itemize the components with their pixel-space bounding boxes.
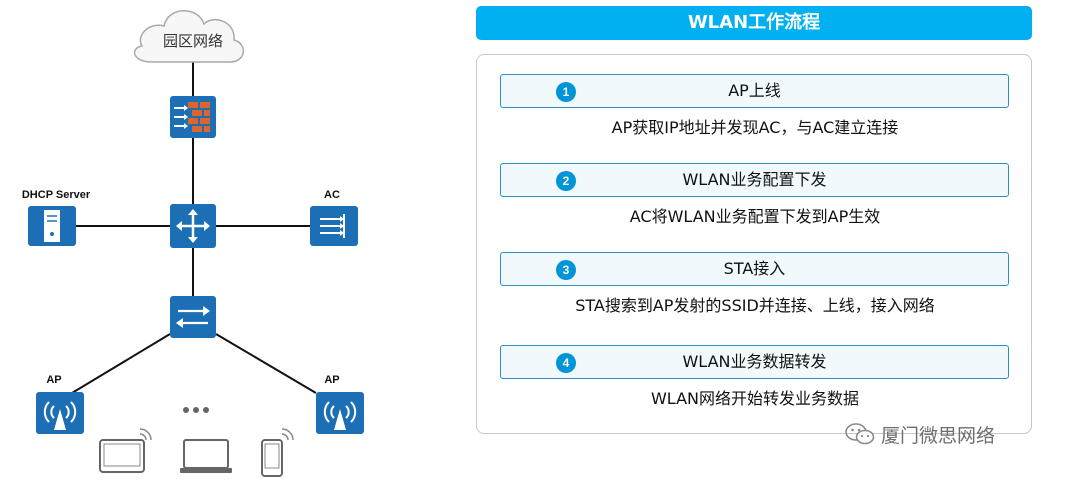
links bbox=[71, 62, 317, 394]
laptop-icon bbox=[180, 439, 232, 473]
link-switch-ap-left bbox=[71, 333, 171, 394]
ac-controller-icon bbox=[310, 206, 358, 246]
step-title: STA接入 bbox=[723, 259, 786, 278]
step-number-badge: 2 bbox=[556, 171, 576, 191]
phone-icon bbox=[261, 428, 294, 477]
firewall-icon bbox=[170, 96, 216, 138]
step-title-box: 1 AP上线 bbox=[500, 74, 1009, 108]
panel-title: WLAN工作流程 bbox=[476, 6, 1032, 40]
step-title-box: 4 WLAN业务数据转发 bbox=[500, 345, 1009, 379]
step-description: WLAN网络开始转发业务数据 bbox=[650, 389, 860, 408]
network-topology: 园区网络 DHCP Server AC bbox=[22, 10, 364, 477]
cloud-icon bbox=[133, 10, 244, 63]
step-number-badge: 1 bbox=[556, 82, 576, 102]
step-title-box: 2 WLAN业务配置下发 bbox=[500, 163, 1009, 197]
ellipsis-icon bbox=[183, 407, 209, 413]
ap-icon bbox=[36, 392, 84, 434]
dhcp-server-label: DHCP Server bbox=[22, 189, 91, 201]
tablet-icon bbox=[99, 428, 152, 473]
step-number-badge: 4 bbox=[556, 353, 576, 373]
ap-left-label: AP bbox=[46, 374, 61, 386]
step-title: WLAN业务配置下发 bbox=[682, 170, 827, 189]
step-title: AP上线 bbox=[728, 81, 781, 100]
watermark-text: 厦门微思网络 bbox=[881, 424, 996, 447]
workflow-panel: 1 AP上线 AP获取IP地址并发现AC，与AC建立连接 2 WLAN业务配置下… bbox=[476, 54, 1032, 434]
wechat-icon bbox=[845, 423, 875, 445]
ap-right-label: AP bbox=[324, 374, 339, 386]
step-description: AC将WLAN业务配置下发到AP生效 bbox=[629, 207, 881, 226]
ap-icon bbox=[316, 392, 364, 434]
switch-icon bbox=[170, 296, 216, 338]
watermark: 厦门微思网络 bbox=[845, 420, 995, 448]
step-title: WLAN业务数据转发 bbox=[682, 352, 827, 371]
server-icon bbox=[28, 206, 76, 246]
step-description: AP获取IP地址并发现AC，与AC建立连接 bbox=[611, 118, 899, 137]
link-switch-ap-right bbox=[215, 333, 317, 394]
cloud-label: 园区网络 bbox=[163, 32, 223, 50]
ac-label: AC bbox=[324, 189, 340, 201]
step-title-box: 3 STA接入 bbox=[500, 252, 1009, 286]
step-number-badge: 3 bbox=[556, 260, 576, 280]
step-description: STA搜索到AP发射的SSID并连接、上线，接入网络 bbox=[575, 296, 935, 315]
router-icon bbox=[170, 204, 216, 248]
